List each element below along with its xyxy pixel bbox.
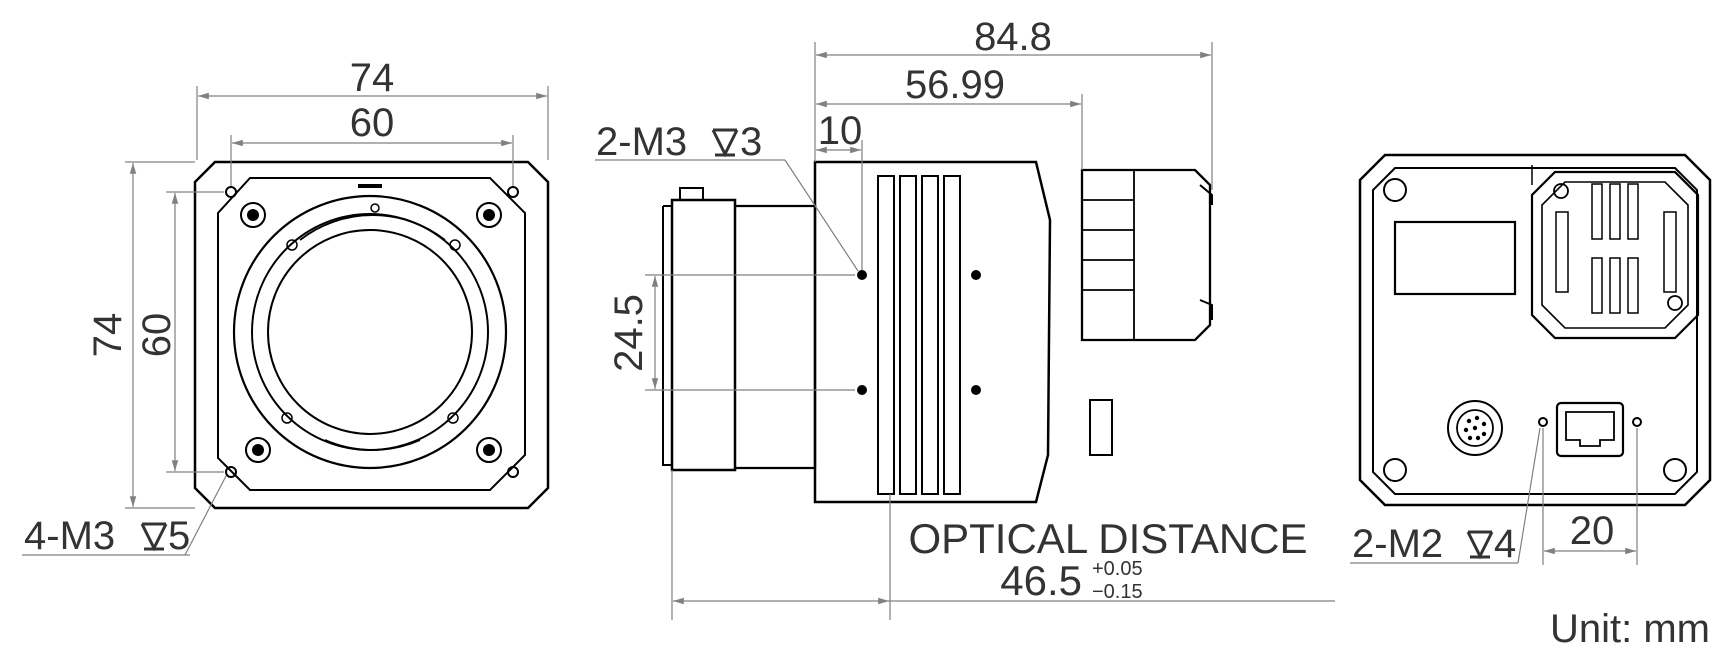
optical-distance-value: 46.5 [1000,557,1082,604]
rear-inner-outline [1372,167,1698,495]
depth-symbol [711,128,739,158]
dim-side-hole-offset: 10 [818,109,863,153]
rear-heatsink-panel [1530,170,1700,340]
cooling-fin [899,175,917,495]
dim-front-width-outer: 74 [350,56,395,100]
bayonet-tab-bottom [324,439,421,451]
front-inner-plate [217,177,526,491]
callout-side-holes: 2-M3 [596,120,687,164]
ring-screw [447,412,459,424]
side-mount-nub [679,187,704,200]
m3-hole [225,466,237,478]
m3-hole [507,466,519,478]
m3-hole [225,186,237,198]
rear-outline [1358,153,1712,507]
rear-io-connector [1447,400,1503,456]
side-view: 84.8 56.99 10 2-M3 3 24.5 OPTICAL DISTAN… [595,15,1335,620]
rear-heatsink-screw [1667,295,1683,311]
rear-label-area [1393,220,1517,296]
callout-front-depth: 5 [168,514,190,558]
dim-front-height-outer: 74 [86,313,130,358]
ring-screw [281,412,293,424]
m3-hole [971,385,981,395]
rear-ethernet-port [1555,401,1625,458]
side-rear-cap [1199,184,1213,320]
screw-top-left [240,202,266,228]
screw-bottom-left [245,437,271,463]
dim-rear-hole-spacing: 20 [1570,509,1615,553]
depth-symbol [140,522,168,552]
cooling-fin [921,175,939,495]
mount-ring-outer [232,194,508,470]
ring-screw [449,239,461,251]
rear-io-pins [1463,415,1487,441]
unit-label: Unit: mm [1550,607,1710,651]
dim-front-width-holes: 60 [350,101,395,145]
front-outline [193,160,550,510]
dim-front-height-holes: 60 [135,313,179,358]
rear-heatsink-slots [1555,183,1677,314]
side-flange-lip [662,205,672,466]
rear-corner-hole [1663,458,1687,482]
m2-hole [1538,417,1548,427]
screw-bottom-right [476,437,502,463]
optical-tol-minus: −0.15 [1092,581,1143,603]
m3-hole [857,270,867,280]
bayonet-tab-top [299,214,446,241]
rear-heatsink-inner [1541,181,1689,329]
dim-side-hole-spacing: 24.5 [607,294,651,372]
side-main-body [813,160,1052,504]
side-connector [1089,399,1113,456]
rear-view: 20 2-M2 4 [1350,153,1712,566]
side-flange [670,198,737,472]
dim-side-body-length: 56.99 [905,63,1005,107]
rear-heatsink-screw [1553,183,1569,199]
index-dot [370,203,380,213]
optical-distance-title: OPTICAL DISTANCE [908,515,1307,562]
side-neck [735,204,817,470]
m3-hole [857,385,867,395]
cooling-fin [943,175,961,495]
cooling-fin [877,175,895,495]
callout-rear-holes: 2-M2 [1352,522,1443,566]
m2-hole [1632,417,1642,427]
mount-ring-inner [267,229,473,435]
callout-side-depth: 3 [740,120,762,164]
ring-screw [286,239,298,251]
rear-corner-hole [1383,458,1407,482]
callout-rear-depth: 4 [1494,522,1516,566]
screw-top-right [476,202,502,228]
rear-io-connector-inner [1456,409,1494,447]
depth-symbol [1466,530,1494,560]
front-view: 74 60 74 60 4-M3 5 [22,56,550,558]
side-rear-segments [1082,170,1135,340]
rear-corner-hole [1383,178,1407,202]
m3-hole [507,186,519,198]
callout-front-holes: 4-M3 [24,514,115,558]
rear-ethernet-jack [1565,411,1615,447]
m3-hole [971,270,981,280]
side-rear-housing [1080,168,1212,342]
dim-side-total-length: 84.8 [974,15,1052,59]
optical-tol-plus: +0.05 [1092,558,1143,580]
